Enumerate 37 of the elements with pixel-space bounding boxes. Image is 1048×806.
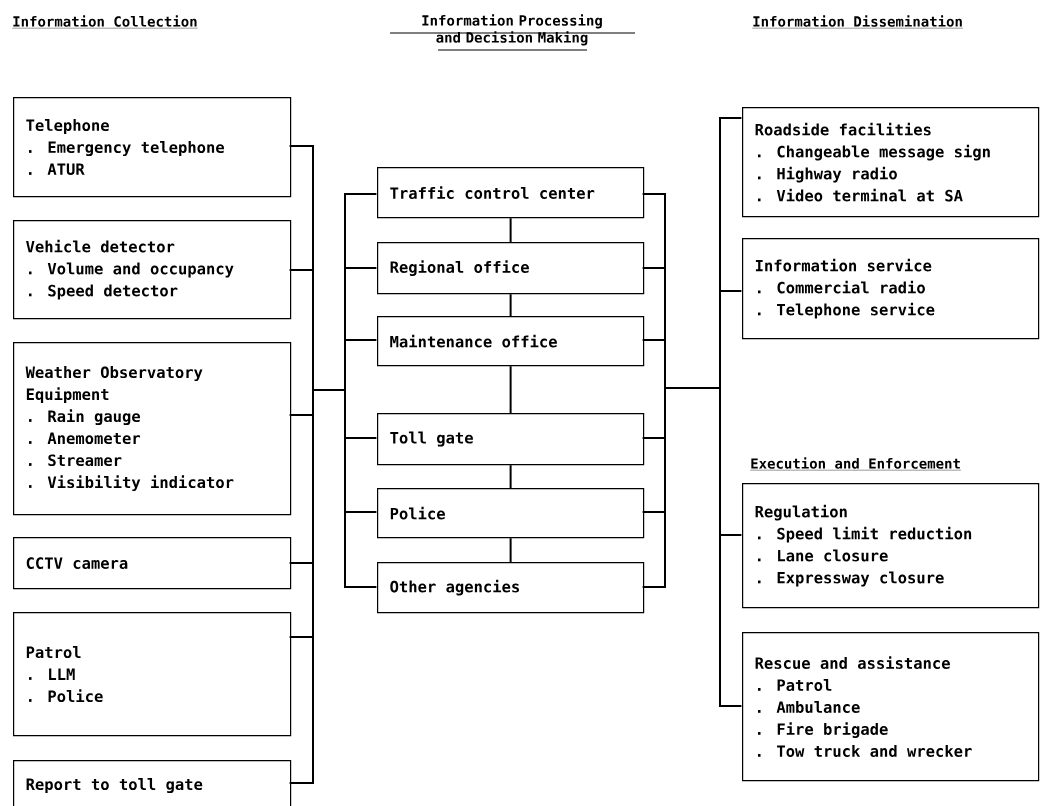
text-box: Maintenance office [377,316,645,367]
connector-line [344,437,378,439]
text-box: Other agencies [377,562,645,614]
connector-line [509,464,512,489]
column-heading: Execution and Enforcement [750,457,962,471]
text-box: CCTV camera [13,537,292,590]
text-box: Weather Observatory Equipment . Rain gauge . Anemometer . Streamer . Visibility indicator [13,342,292,516]
connector-line [344,267,378,269]
connector-line [509,217,512,243]
connector-line [344,586,378,588]
connector-line [719,534,743,536]
text-box: Vehicle detector . Volume and occupancy . Speed detector [13,220,292,320]
column-heading: Information Processing and Decision Making [422,14,602,46]
text-box: Information service . Commercial radio . Telephone service [742,238,1040,340]
text-box: Toll gate [377,413,645,466]
text-box: Roadside facilities . Changeable message sign . Highway radio . Video terminal at SA [742,107,1040,218]
text-box: Rescue and assistance . Patrol . Ambulance . Fire brigade . Tow truck and wrecker [742,632,1040,782]
text-box: Patrol . LLM . Police [13,612,292,737]
connector-line [719,290,743,292]
column-heading: Information Collection [12,15,198,29]
text-box: Police [377,488,645,539]
text-box: Regional office [377,242,645,295]
connector-line [719,117,743,119]
text-box: Report to toll gate [13,760,292,806]
connector-line [509,293,512,317]
connector-line [509,537,512,563]
connector-line [344,339,378,341]
text-box: Traffic control center [377,167,645,219]
connector-line [719,705,743,707]
connector-line [509,365,512,414]
connector-line [642,117,721,707]
connector-line [289,145,346,784]
connector-line [344,511,378,513]
connector-line [344,193,378,195]
column-heading: Information Dissemination [752,15,964,29]
text-box: Regulation . Speed limit reduction . Lane closure . Expressway closure [742,483,1040,609]
text-box: Telephone . Emergency telephone . ATUR [13,97,292,198]
